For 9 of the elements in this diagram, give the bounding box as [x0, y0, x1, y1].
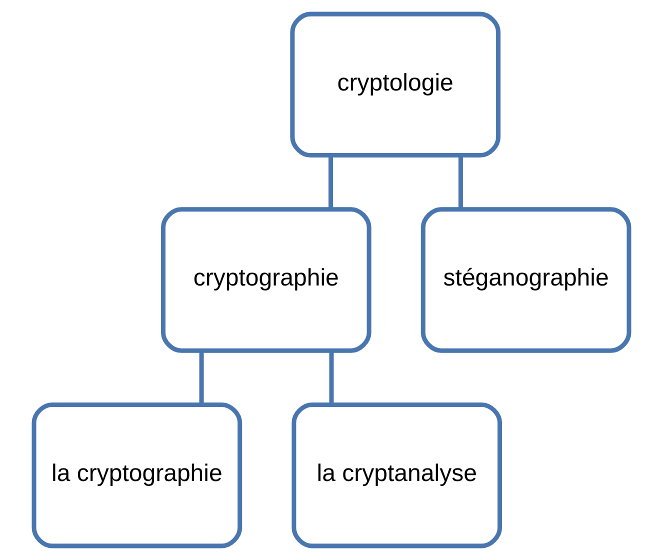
connector: [328, 351, 334, 405]
node-box: stéganographie: [420, 207, 631, 353]
node-box: la cryptanalyse: [291, 402, 502, 548]
connector: [198, 351, 204, 405]
node-box: cryptographie: [160, 207, 371, 353]
node-box: la cryptographie: [31, 402, 242, 548]
node-box: cryptologie: [290, 12, 500, 158]
connector: [458, 156, 462, 210]
connector: [328, 156, 332, 210]
